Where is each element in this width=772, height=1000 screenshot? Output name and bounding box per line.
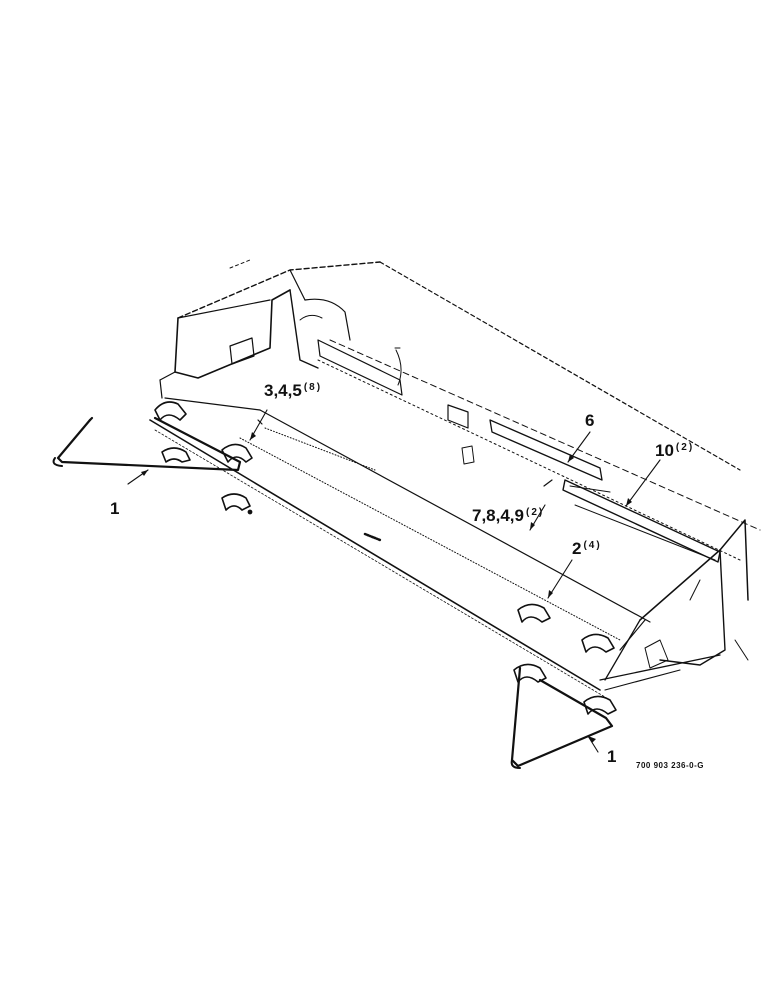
callout-6: 6: [585, 412, 594, 430]
callout-1-left-number: 1: [110, 499, 120, 518]
callout-1-right: 1: [607, 748, 616, 766]
callout-10-quantity: (2): [675, 442, 695, 453]
callout-7-8-4-9-number: 7,8,4,9: [472, 506, 524, 525]
clamp-7: [513, 663, 547, 683]
callout-2-quantity: (4): [583, 540, 602, 551]
clamp-6: [581, 633, 615, 653]
drawing-reference-number: 700 903 236-0-G: [636, 761, 704, 770]
callout-1-left: 1: [110, 500, 119, 518]
callout-7-8-4-9-quantity: (2): [526, 507, 545, 518]
lifter-rod-left: [52, 416, 242, 472]
callout-10: 10(2): [655, 442, 694, 460]
callout-6-number: 6: [585, 411, 595, 430]
clamp-5: [517, 603, 551, 623]
header-housing: [149, 259, 761, 701]
callout-3-4-5-quantity: (8): [303, 382, 323, 393]
clamp-3: [161, 447, 191, 463]
clamp-4: [221, 493, 251, 511]
callout-7-8-4-9: 7,8,4,9(2): [472, 507, 544, 525]
callout-10-number: 10: [655, 441, 674, 460]
hardware-marks: [247, 419, 553, 515]
clamp-group: [154, 401, 617, 715]
leader-arrowheads: [141, 432, 632, 743]
clamp-1: [154, 401, 187, 421]
callout-1-right-number: 1: [607, 747, 617, 766]
clamp-2: [221, 443, 253, 463]
clamp-8: [583, 695, 617, 715]
callout-3-4-5: 3,4,5(8): [264, 382, 322, 400]
callout-2: 2(4): [572, 540, 602, 558]
lifter-rod-right: [510, 666, 614, 769]
callout-2-number: 2: [572, 539, 582, 558]
callout-3-4-5-number: 3,4,5: [264, 381, 302, 400]
